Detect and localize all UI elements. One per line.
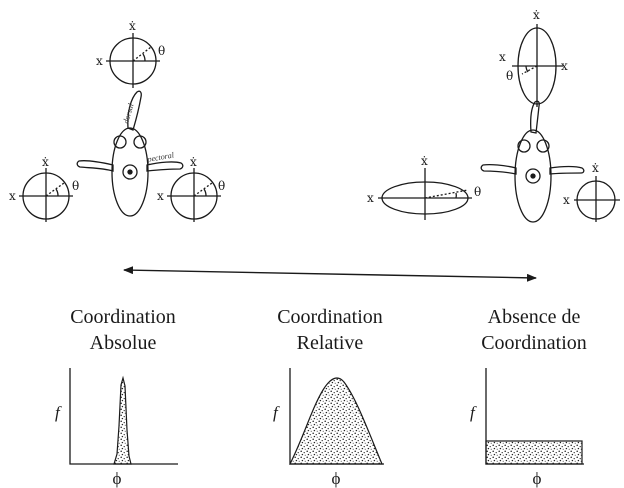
theta-label-pectoral-left: θ — [72, 179, 79, 193]
theta-label-dorsal-left: θ — [158, 44, 165, 58]
hump-distribution-shape — [289, 377, 383, 465]
x-label-dorsal-left: x — [96, 54, 103, 68]
pectoral-fin-right — [146, 161, 184, 172]
phase-ellipse-pectoral-left-r — [378, 168, 472, 220]
fish-eye-left — [113, 135, 127, 149]
x-label-pectoral-right-r: x — [563, 193, 570, 207]
right-fish-group — [378, 24, 620, 223]
xdot-label-pectoral-left-r: ẋ — [421, 154, 428, 168]
x-label-pectoral-left: x — [9, 189, 16, 203]
panel1-title-line2: Absolue — [90, 332, 157, 354]
pectoral-fin-left-r — [480, 163, 517, 175]
x-label-dorsal-right-b: x — [561, 59, 568, 73]
pectoral-fin-left — [76, 160, 114, 172]
phi-axis-label-plot1: ϕ — [113, 469, 122, 488]
axes-plot2 — [289, 368, 384, 465]
xdot-label-pectoral-left: ẋ — [42, 155, 49, 169]
x-label-pectoral-right: x — [157, 189, 164, 203]
phase-circle-dorsal-left — [106, 33, 160, 88]
distribution-plot-absolue — [69, 368, 178, 465]
phase-circle-pectoral-right-r — [574, 176, 620, 222]
phase-circle-pectoral-left — [19, 168, 73, 222]
dorsal-fin-right — [529, 100, 540, 134]
xdot-label-dorsal-left: ẋ — [129, 19, 136, 33]
phase-ellipse-dorsal-right — [512, 24, 563, 107]
panel2-title-line1: Coordination — [277, 306, 383, 328]
axes-plot1 — [69, 368, 178, 465]
phase-circle-pectoral-right — [167, 168, 221, 222]
panel1-title-line1: Coordination — [70, 306, 176, 328]
dorsal-fin-label: dorsal — [121, 102, 136, 125]
panel2-title-line2: Relative — [297, 332, 364, 354]
distribution-plot-absence — [485, 368, 584, 465]
f-axis-label-plot2: f — [273, 403, 280, 422]
theta-label-pectoral-right: θ — [218, 179, 225, 193]
panel3-title-line2: Coordination — [481, 332, 587, 354]
left-fish-group — [19, 33, 221, 222]
pectoral-fin-right-r — [549, 165, 585, 175]
fish-eye-right-r — [536, 139, 550, 153]
uniform-distribution-shape — [485, 440, 583, 465]
x-label-dorsal-right-a: x — [499, 50, 506, 64]
continuum-double-arrow — [123, 266, 537, 282]
axes-plot3 — [485, 368, 584, 465]
fish-center-left — [122, 164, 138, 180]
f-axis-label-plot3: f — [470, 403, 477, 422]
xdot-label-pectoral-right-r: ẋ — [592, 161, 599, 175]
x-label-pectoral-left-r: x — [367, 191, 374, 205]
dorsal-fin-left — [127, 90, 142, 131]
phi-axis-label-plot3: ϕ — [533, 469, 542, 488]
phi-axis-label-plot2: ϕ — [332, 469, 341, 488]
f-axis-label-plot1: f — [55, 403, 62, 422]
xdot-label-pectoral-right: ẋ — [190, 155, 197, 169]
theta-label-pectoral-left-r: θ — [474, 185, 481, 199]
fish-body-left — [111, 127, 149, 217]
fish-eye-right — [133, 135, 147, 149]
peak-distribution-shape — [113, 375, 132, 465]
fish-center-right — [525, 168, 541, 184]
fish-body-right — [514, 129, 552, 223]
theta-label-dorsal-right: θ — [506, 69, 513, 83]
fish-eye-left-r — [517, 139, 531, 153]
xdot-label-dorsal-right: ẋ — [533, 8, 540, 22]
distribution-plot-relative — [289, 368, 384, 465]
panel3-title-line1: Absence de — [488, 306, 581, 328]
